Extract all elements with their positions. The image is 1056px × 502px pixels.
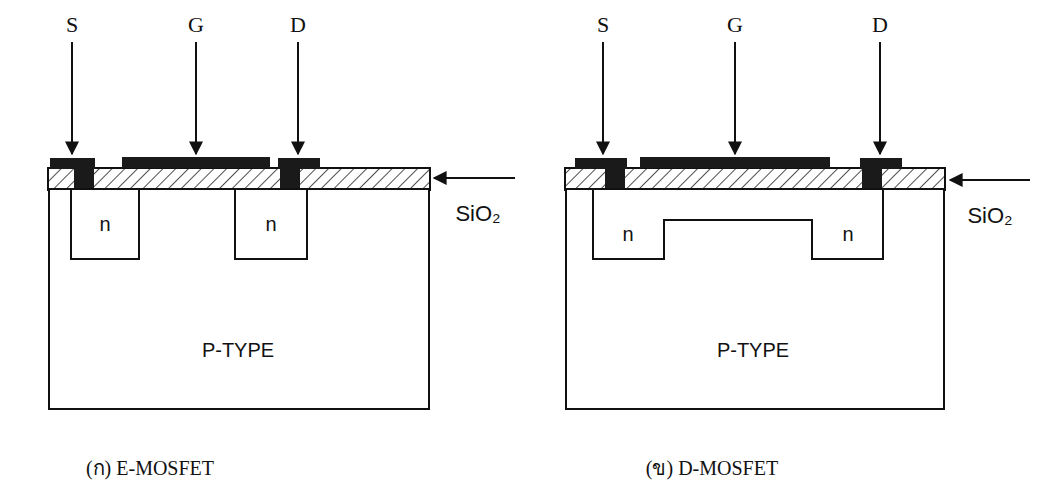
leader-arrow — [195, 42, 197, 154]
terminal-label: D — [872, 14, 888, 36]
source-contact — [605, 160, 625, 190]
leader-arrow — [879, 42, 881, 154]
terminal-label: SiO₂ — [967, 205, 1012, 227]
terminal-label: S — [597, 14, 609, 36]
leader-arrow — [297, 42, 299, 154]
region-label: n — [842, 224, 853, 244]
p-substrate: P-TYPE n n — [48, 188, 430, 410]
drain-contact — [862, 160, 882, 190]
leader-arrow — [602, 42, 604, 154]
leader-arrow — [434, 177, 515, 179]
n-region: n — [234, 188, 308, 260]
leader-arrow — [71, 42, 73, 154]
oxide-layer — [48, 168, 430, 190]
terminal-label: SiO₂ — [455, 203, 500, 225]
source-contact — [74, 160, 94, 190]
drain-contact — [280, 160, 300, 190]
n-region: nn — [592, 188, 884, 260]
n-region-outline — [592, 188, 884, 260]
terminal-label: D — [290, 14, 306, 36]
leader-arrow — [734, 42, 736, 154]
region-label: n — [99, 214, 110, 234]
terminal-label: S — [66, 14, 78, 36]
substrate-label: P-TYPE — [717, 340, 789, 360]
gate-electrode — [640, 157, 830, 168]
gate-electrode — [122, 157, 270, 168]
p-substrate: P-TYPEnn — [565, 188, 945, 410]
terminal-label: G — [188, 14, 204, 36]
n-region: n — [70, 188, 140, 260]
figure-caption: (ก) E-MOSFET — [86, 458, 214, 478]
terminal-label: G — [727, 14, 743, 36]
leader-arrow — [950, 179, 1030, 181]
region-label: n — [265, 214, 276, 234]
region-label: n — [622, 224, 633, 244]
substrate-label: P-TYPE — [202, 340, 274, 360]
figure-caption: (ข) D-MOSFET — [646, 458, 778, 478]
